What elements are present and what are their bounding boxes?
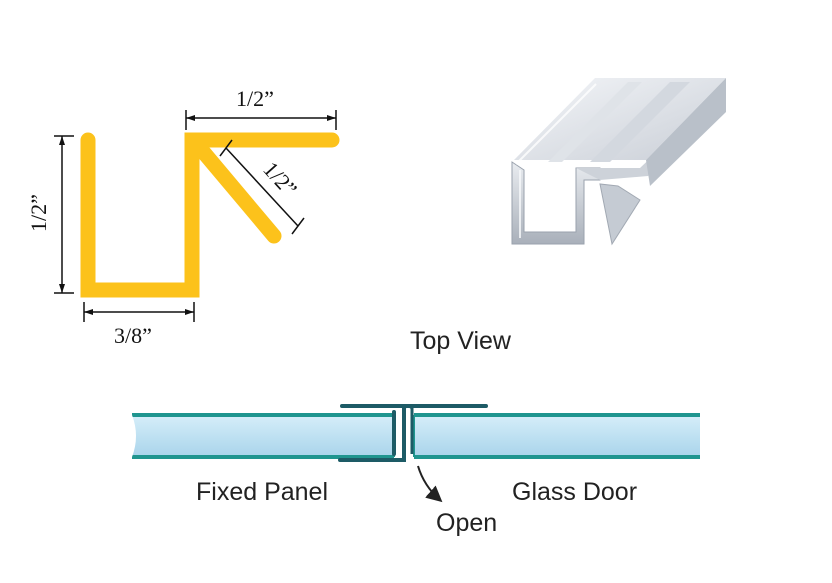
open-label: Open — [436, 509, 497, 537]
dimension-left-label: 1/2” — [26, 194, 51, 232]
fixed-panel-label: Fixed Panel — [196, 478, 328, 506]
seal-profile-shape — [80, 132, 340, 298]
dimension-bottom: 3/8” — [83, 302, 195, 348]
dimension-diagonal-label: 1/2” — [258, 157, 302, 202]
profile-drawing: 1/2” 1/2” 1/2” 3/8” — [26, 86, 340, 348]
seal-strip-photo — [511, 78, 726, 246]
dimension-bottom-label: 3/8” — [114, 323, 152, 348]
glass-door-label: Glass Door — [512, 478, 637, 506]
dimension-top-label: 1/2” — [236, 86, 274, 111]
fixed-panel-glass — [132, 413, 395, 459]
seal-top-view — [338, 404, 488, 462]
top-view: Top View Fixed Panel Glass Door Open — [132, 327, 704, 537]
dimension-left: 1/2” — [26, 135, 74, 294]
dimension-top: 1/2” — [185, 86, 337, 130]
glass-door-glass — [413, 413, 704, 459]
open-arrow-icon — [417, 465, 443, 503]
top-view-title: Top View — [410, 327, 512, 355]
